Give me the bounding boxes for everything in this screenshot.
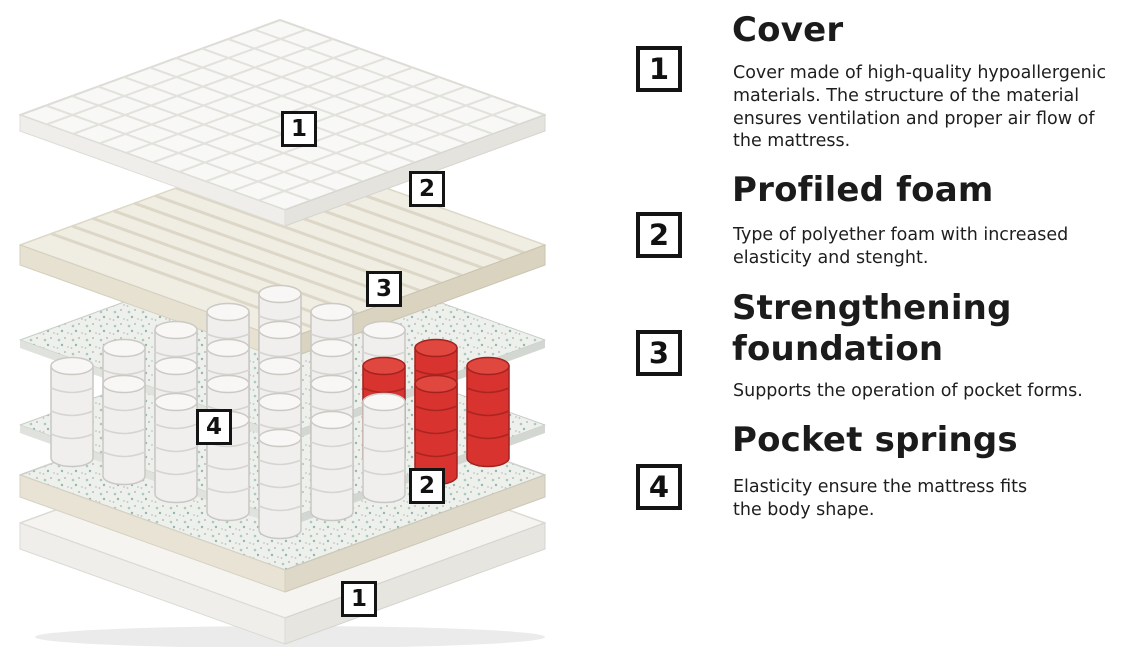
section-description-profiled-foam: Type of polyether foam with increased el… — [733, 225, 1069, 268]
diagram-marker-foam-bottom: 2 — [409, 468, 445, 504]
legend-number-3: 3 — [636, 330, 682, 376]
section-description-pocket-springs: Elasticity ensure the mattress fits the … — [733, 477, 1028, 520]
section-title-pocket-springs: Pocket springs — [732, 420, 1018, 460]
section-title-strengthening-foundation: Strengthening foundation — [732, 288, 1012, 369]
legend-number-1: 1 — [636, 46, 682, 92]
legend-number-4: 4 — [636, 464, 682, 510]
diagram-marker-foundation: 3 — [366, 271, 402, 307]
diagram-marker-cover-bottom: 1 — [341, 581, 377, 617]
section-title-cover: Cover — [732, 10, 844, 50]
diagram-marker-cover-top: 1 — [281, 111, 317, 147]
diagram-marker-springs: 4 — [196, 409, 232, 445]
section-description-strengthening-foundation: Supports the operation of pocket forms. — [733, 381, 1083, 401]
quilt-pattern — [45, 28, 520, 202]
diagram-marker-foam-top: 2 — [409, 171, 445, 207]
legend-number-2: 2 — [636, 212, 682, 258]
section-title-profiled-foam: Profiled foam — [732, 170, 994, 210]
mattress-illustration — [19, 19, 546, 647]
section-description-cover: Cover made of high-quality hypoallergeni… — [733, 63, 1107, 152]
